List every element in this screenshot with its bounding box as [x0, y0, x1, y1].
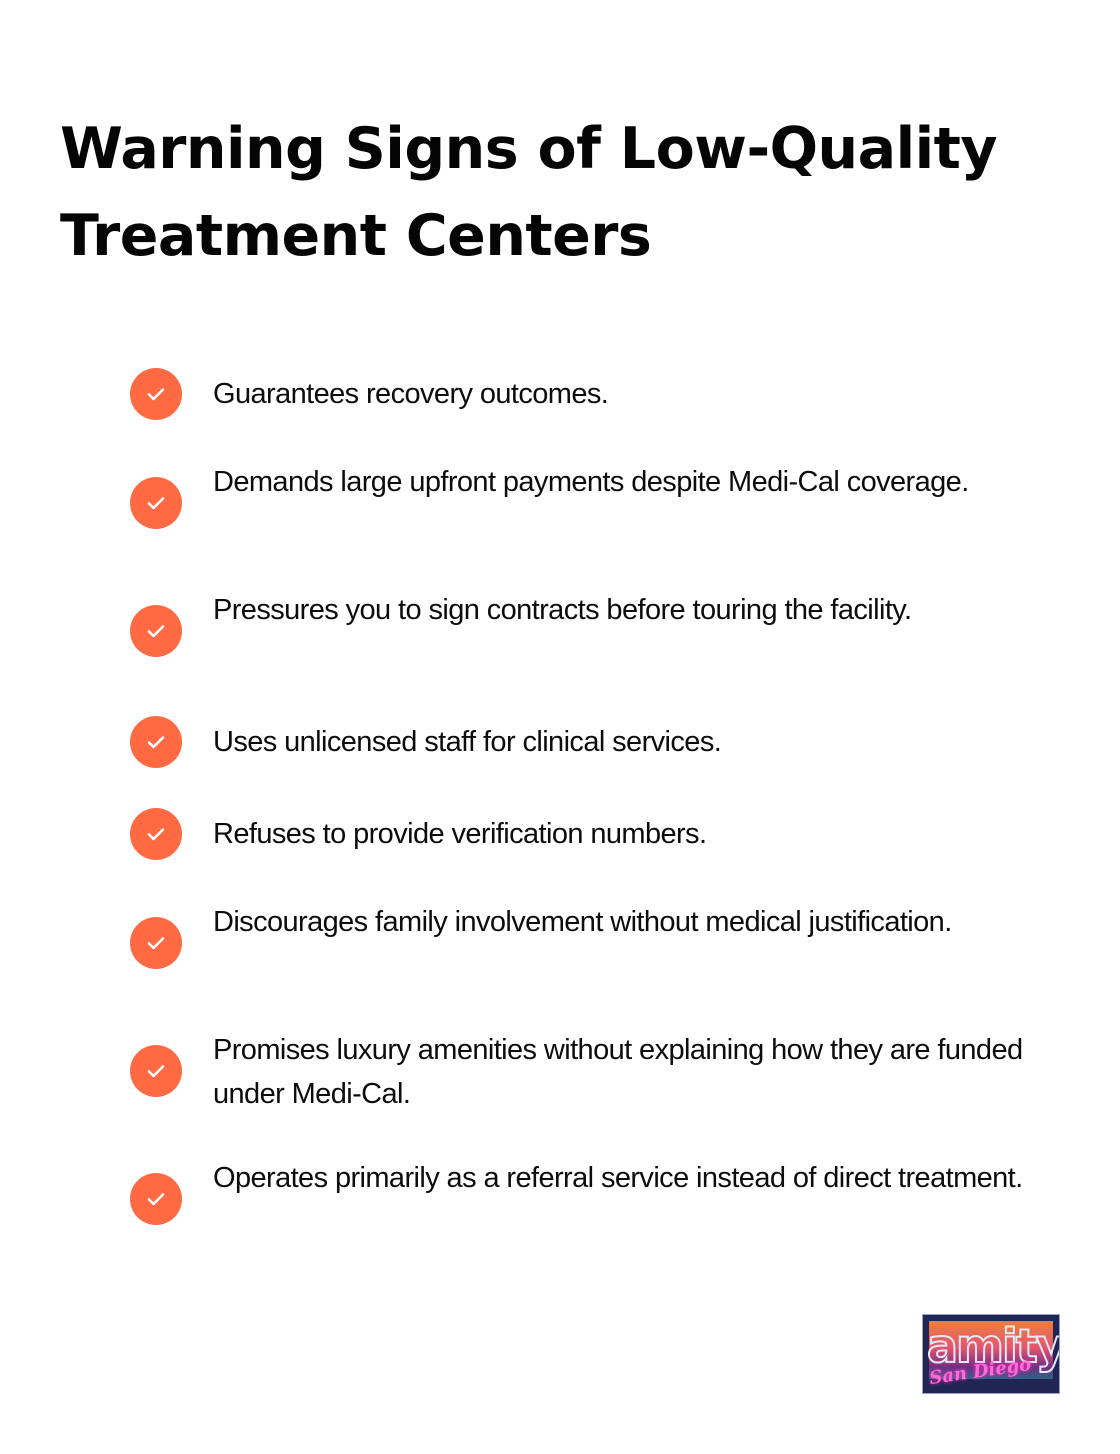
- list-item-text: Guarantees recovery outcomes.: [213, 378, 609, 410]
- check-circle-icon: [130, 368, 182, 420]
- list-item: Uses unlicensed staff for clinical servi…: [130, 716, 1060, 768]
- check-circle-icon: [130, 808, 182, 860]
- amity-san-diego-logo: amity San Diego: [922, 1314, 1060, 1394]
- list-item-text: Discourages family involvement without m…: [213, 906, 952, 938]
- page-title: Warning Signs of Low-Quality Treatment C…: [60, 116, 998, 269]
- list-item-text: Refuses to provide verification numbers.: [213, 818, 707, 850]
- list-item: Pressures you to sign contracts before t…: [130, 594, 1060, 657]
- list-item-text: Pressures you to sign contracts before t…: [213, 594, 912, 626]
- logo-wordmark: amity: [926, 1318, 1060, 1374]
- check-circle-icon: [130, 1173, 182, 1225]
- list-item: Promises luxury amenities without explai…: [130, 1034, 1060, 1110]
- list-item: Guarantees recovery outcomes.: [130, 368, 1060, 420]
- list-item: Discourages family involvement without m…: [130, 906, 1060, 969]
- list-item-text: Demands large upfront payments despite M…: [213, 466, 969, 498]
- logo-sunset-background: [929, 1321, 1053, 1379]
- check-circle-icon: [130, 917, 182, 969]
- list-item: Refuses to provide verification numbers.: [130, 808, 1060, 860]
- list-item-text: Promises luxury amenities without explai…: [213, 1034, 1023, 1110]
- list-item-text: Uses unlicensed staff for clinical servi…: [213, 726, 722, 758]
- check-circle-icon: [130, 1045, 182, 1097]
- list-item-text: Operates primarily as a referral service…: [213, 1162, 1023, 1194]
- check-circle-icon: [130, 477, 182, 529]
- list-item: Operates primarily as a referral service…: [130, 1162, 1060, 1225]
- check-circle-icon: [130, 605, 182, 657]
- list-item: Demands large upfront payments despite M…: [130, 466, 1060, 529]
- check-circle-icon: [130, 716, 182, 768]
